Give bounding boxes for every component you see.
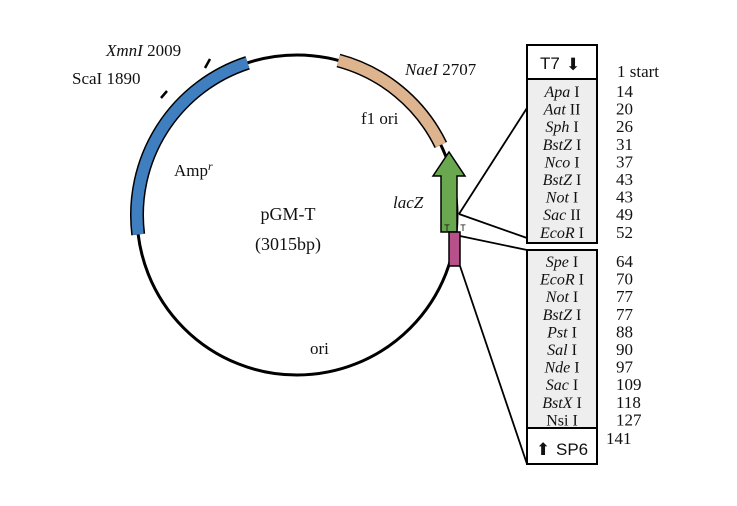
plasmid-name: pGM-T — [261, 204, 316, 224]
upper-enzyme-position: 20 — [616, 100, 633, 119]
upper-enzyme-box — [526, 78, 598, 244]
lacz-label: lacZ — [393, 193, 424, 212]
sp6-label: SP6 — [556, 440, 588, 459]
upper-enzyme-position: 26 — [616, 117, 633, 136]
t-overhang-right: T — [460, 223, 466, 233]
upper-enzyme-position: 52 — [616, 223, 633, 242]
lower-enzyme-position: 97 — [616, 358, 634, 377]
connector-line — [458, 213, 528, 239]
upper-enzyme-position: 43 — [616, 188, 633, 207]
upper-enzyme-name: Aat II — [543, 102, 581, 119]
connector-line — [459, 235, 528, 251]
down-arrow-icon: ⬇ — [566, 55, 580, 74]
connector-line — [458, 107, 528, 215]
upper-enzyme-name: Apa I — [543, 84, 579, 101]
upper-enzyme-position: 14 — [616, 82, 634, 101]
scai-site-label: ScaI 1890 — [72, 69, 140, 88]
up-arrow-icon: ⬆ — [536, 440, 550, 459]
lower-enzyme-box — [526, 249, 598, 429]
upper-enzyme-position: 31 — [616, 135, 633, 154]
sp6-position: 141 — [606, 429, 632, 448]
upper-enzyme-position: 37 — [616, 152, 634, 171]
t7-promoter-box — [526, 44, 598, 80]
f1-ori-region-fill — [336, 55, 446, 148]
sp6-promoter-box — [526, 427, 598, 465]
f1-ori-label: f1 ori — [361, 109, 399, 128]
lower-enzyme-name: Sac I — [546, 377, 578, 394]
upper-enzyme-name: Sph I — [545, 119, 578, 136]
xmni-site-label: XmnI 2009 — [105, 41, 181, 60]
multiple-cloning-site — [448, 231, 461, 267]
lower-enzyme-position: 90 — [616, 340, 633, 359]
lower-enzyme-position: 70 — [616, 270, 633, 289]
lower-enzyme-name: EcoR I — [539, 272, 584, 289]
lower-enzyme-name: Nsi I — [546, 412, 578, 429]
amp-label: Ampr — [174, 159, 213, 180]
upper-enzyme-name: Not I — [545, 190, 578, 207]
naei-site-label: NaeI 2707 — [404, 60, 477, 79]
lower-enzyme-position: 64 — [616, 252, 634, 271]
upper-enzyme-name: Sac II — [543, 207, 581, 224]
upper-enzyme-position: 43 — [616, 170, 633, 189]
upper-enzyme-name: BstZ I — [543, 172, 582, 189]
lower-enzyme-position: 118 — [616, 393, 641, 412]
lower-enzyme-position: 109 — [616, 375, 642, 394]
lower-enzyme-name: Not I — [545, 289, 578, 306]
lacz-gene-arrow — [431, 150, 467, 233]
xmni-site-tick — [203, 58, 212, 69]
lower-enzyme-name: Pst I — [546, 324, 577, 341]
lower-enzyme-position: 77 — [616, 305, 634, 324]
connector-line — [459, 265, 528, 465]
lower-enzyme-name: BstX I — [542, 395, 582, 412]
t7-label: T7 — [540, 54, 560, 73]
lower-enzyme-position: 127 — [616, 410, 642, 429]
ori-label: ori — [310, 339, 329, 358]
plasmid-size: (3015bp) — [255, 234, 321, 255]
scai-site-tick — [160, 90, 168, 99]
t7-start-label: 1 start — [617, 62, 659, 81]
t-overhang-left: T — [444, 223, 450, 233]
lower-enzyme-position: 88 — [616, 322, 633, 341]
lower-enzyme-name: Nde I — [543, 360, 579, 377]
upper-enzyme-name: BstZ I — [543, 137, 582, 154]
lower-enzyme-name: BstZ I — [543, 307, 582, 324]
lower-enzyme-name: Spe I — [546, 254, 578, 271]
upper-enzyme-position: 49 — [616, 205, 633, 224]
upper-enzyme-name: Nco I — [543, 154, 579, 171]
upper-enzyme-name: EcoR I — [539, 225, 584, 242]
lower-enzyme-position: 77 — [616, 287, 634, 306]
amp-resistance-gene-fill — [131, 57, 250, 236]
lower-enzyme-name: Sal I — [547, 342, 577, 359]
